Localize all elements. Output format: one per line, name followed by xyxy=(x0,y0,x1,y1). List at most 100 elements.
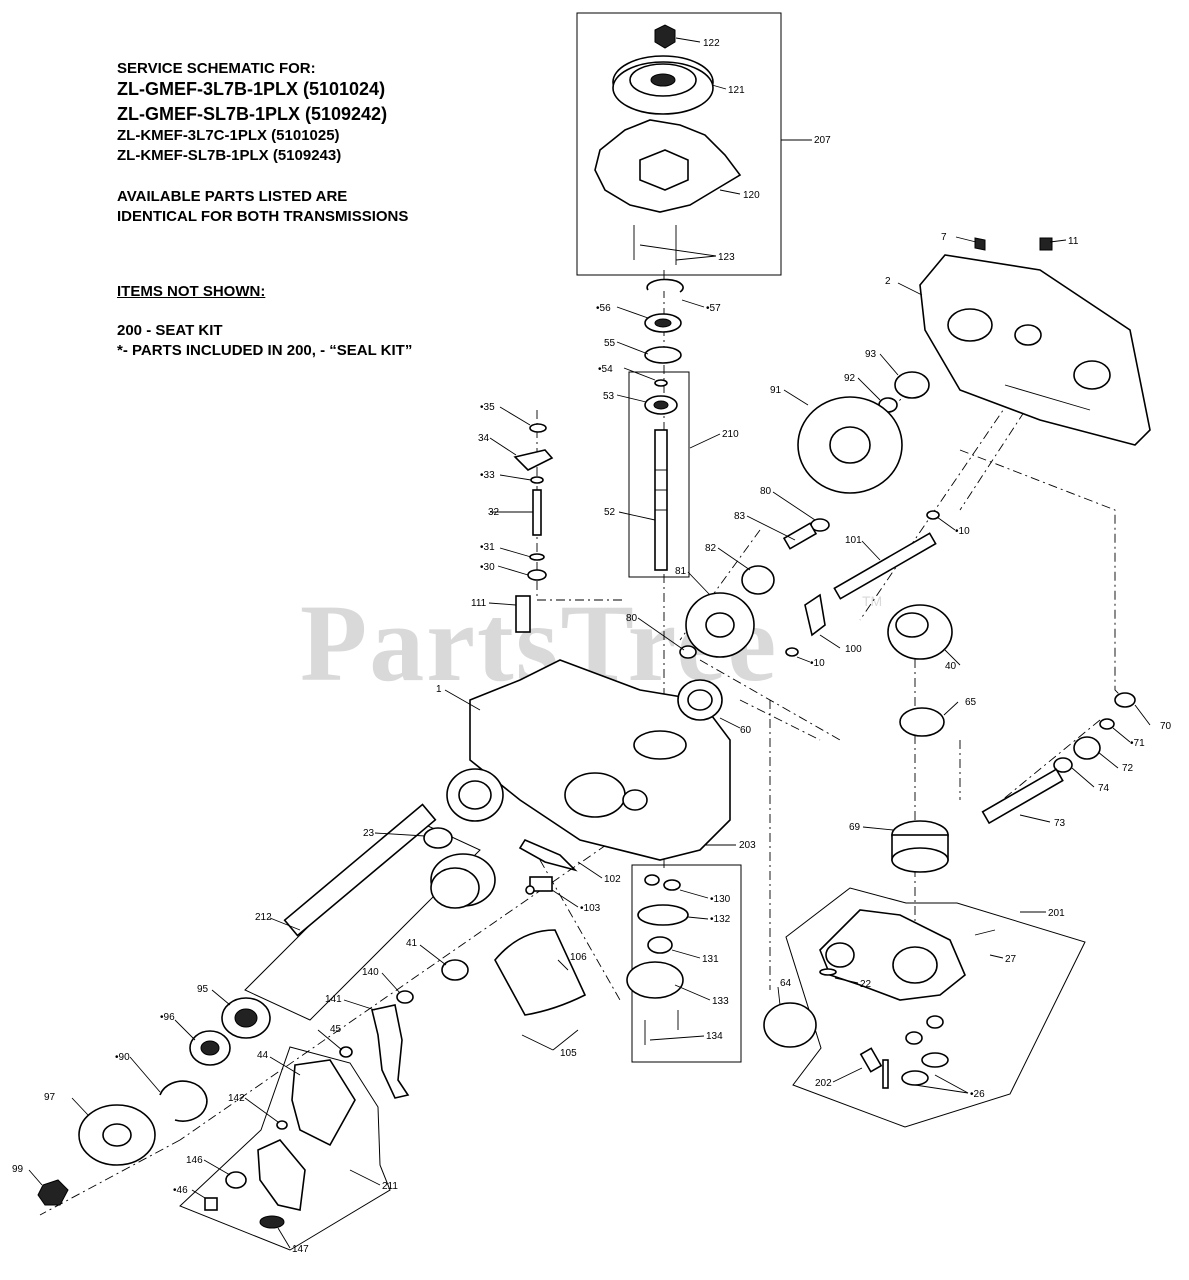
callout: 212 xyxy=(255,912,272,923)
callout: 69 xyxy=(849,822,861,833)
callout: •31 xyxy=(480,542,495,553)
callout: •56 xyxy=(596,303,611,314)
callout: 11 xyxy=(1068,236,1079,247)
callout: 27 xyxy=(1005,954,1017,965)
callout: 72 xyxy=(1122,763,1134,774)
group-boxes xyxy=(179,12,1086,1251)
callout: •30 xyxy=(480,562,495,573)
callout: 146 xyxy=(186,1155,203,1166)
callout: 105 xyxy=(560,1048,577,1059)
callout: •54 xyxy=(598,364,613,375)
model-number-1: ZL-GMEF-3L7B-1PLX (5101024) xyxy=(117,79,386,99)
callout: •130 xyxy=(710,894,731,905)
model-number-4: ZL-KMEF-SL7B-1PLX (5109243) xyxy=(117,147,342,164)
callout: 102 xyxy=(604,874,621,885)
callout: 73 xyxy=(1054,818,1066,829)
callout: 83 xyxy=(734,511,746,522)
callout: 82 xyxy=(705,543,717,554)
side-cover xyxy=(919,237,1151,446)
callout: 60 xyxy=(740,725,752,736)
part-callouts: 122 121 207 120 123 7 11 2 •57 •56 55 •5… xyxy=(12,38,1172,1255)
callout: 23 xyxy=(363,828,375,839)
callout: 140 xyxy=(362,967,379,978)
schematic-heading: SERVICE SCHEMATIC FOR: xyxy=(117,60,316,77)
callout: 55 xyxy=(604,338,616,349)
model-number-2: ZL-GMEF-SL7B-1PLX (5109242) xyxy=(117,104,388,124)
callout: 142 xyxy=(228,1093,245,1104)
seal-kit-parts xyxy=(626,874,689,1045)
callout: 34 xyxy=(478,433,490,444)
callout: 120 xyxy=(743,190,760,201)
callout: •46 xyxy=(173,1185,188,1196)
callout: 70 xyxy=(1160,721,1172,732)
callout: •35 xyxy=(480,402,495,413)
callout: 100 xyxy=(845,644,862,655)
callout: 123 xyxy=(718,252,735,263)
callout: 93 xyxy=(865,349,877,360)
callout: 45 xyxy=(330,1024,342,1035)
callout: 147 xyxy=(292,1244,309,1255)
filter-and-shield xyxy=(494,885,587,1016)
parts-note-line-1: AVAILABLE PARTS LISTED ARE xyxy=(117,188,348,205)
callout: •33 xyxy=(480,470,495,481)
callout: •57 xyxy=(706,303,721,314)
callout: 134 xyxy=(706,1031,723,1042)
callout: 210 xyxy=(722,429,739,440)
callout: 32 xyxy=(488,507,500,518)
callout: 74 xyxy=(1098,783,1110,794)
callout: 91 xyxy=(770,385,782,396)
callout: 40 xyxy=(945,661,957,672)
callout: 41 xyxy=(406,938,418,949)
callout: 101 xyxy=(845,535,862,546)
input-shaft-parts xyxy=(644,278,684,571)
callout: 95 xyxy=(197,984,209,995)
axle-assembly xyxy=(37,803,496,1206)
gear-train xyxy=(679,371,1136,873)
items-not-shown-title: ITEMS NOT SHOWN: xyxy=(117,283,266,300)
callout: 211 xyxy=(382,1181,398,1192)
callout: 111 xyxy=(471,598,487,609)
callout: 201 xyxy=(1048,908,1065,919)
callout: •96 xyxy=(160,1012,175,1023)
brake-small-parts xyxy=(513,423,554,633)
callout: 99 xyxy=(12,1164,24,1175)
watermark-trademark: TM xyxy=(862,593,882,609)
model-number-3: ZL-KMEF-3L7C-1PLX (5101025) xyxy=(117,127,340,144)
callout: 53 xyxy=(603,391,615,402)
callout: •132 xyxy=(710,914,731,925)
parts-note-line-2: IDENTICAL FOR BOTH TRANSMISSIONS xyxy=(117,208,409,225)
callout: 122 xyxy=(703,38,720,49)
callout: 80 xyxy=(626,613,638,624)
callout: •103 xyxy=(580,903,601,914)
callout: 44 xyxy=(257,1050,269,1061)
callout: 1 xyxy=(436,684,442,695)
callout: 202 xyxy=(815,1078,832,1089)
callout: 121 xyxy=(728,85,745,96)
callout: 81 xyxy=(675,566,687,577)
callout: •26 xyxy=(970,1089,985,1100)
callout: 64 xyxy=(780,978,792,989)
callout: 52 xyxy=(604,507,616,518)
main-housing xyxy=(446,659,731,861)
callout: •71 xyxy=(1130,738,1145,749)
center-section xyxy=(763,909,996,1089)
callout: 65 xyxy=(965,697,977,708)
callout: •10 xyxy=(810,658,825,669)
callout: 80 xyxy=(760,486,772,497)
callout: 203 xyxy=(739,840,756,851)
callout: 2 xyxy=(885,276,891,287)
callout: 131 xyxy=(702,954,719,965)
callout: 92 xyxy=(844,373,856,384)
leader-lines xyxy=(28,37,1151,1249)
seat-kit-note: 200 - SEAT KIT xyxy=(117,322,223,339)
control-arm-parts xyxy=(204,838,578,1229)
callout: 22 xyxy=(860,979,872,990)
callout: •10 xyxy=(955,526,970,537)
callout: 7 xyxy=(941,232,947,243)
pulley-assembly xyxy=(594,24,742,265)
callout: 106 xyxy=(570,952,587,963)
seal-kit-note: *- PARTS INCLUDED IN 200, - “SEAL KIT” xyxy=(117,342,413,359)
callout: •90 xyxy=(115,1052,130,1063)
